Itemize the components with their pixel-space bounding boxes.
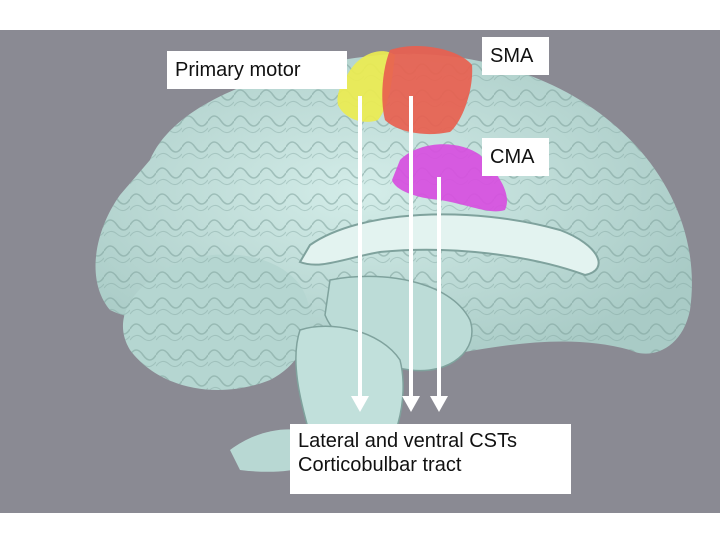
cma-label: CMA bbox=[482, 138, 549, 176]
tracts-label: Lateral and ventral CSTs Corticobulbar t… bbox=[290, 424, 571, 494]
primary-motor-label: Primary motor bbox=[167, 51, 347, 89]
tracts-label-line2: Corticobulbar tract bbox=[298, 454, 462, 476]
sma-region bbox=[382, 45, 473, 135]
primary-motor-region bbox=[337, 51, 395, 122]
tracts-label-line1: Lateral and ventral CSTs bbox=[298, 430, 518, 452]
cerebellum-folia bbox=[122, 254, 310, 390]
cma-region bbox=[392, 144, 508, 212]
brain-photo bbox=[0, 30, 720, 513]
sma-label: SMA bbox=[482, 37, 549, 75]
arrow-primary-motor bbox=[351, 96, 369, 412]
arrow-cma bbox=[430, 177, 448, 412]
arrow-sma bbox=[402, 96, 420, 412]
